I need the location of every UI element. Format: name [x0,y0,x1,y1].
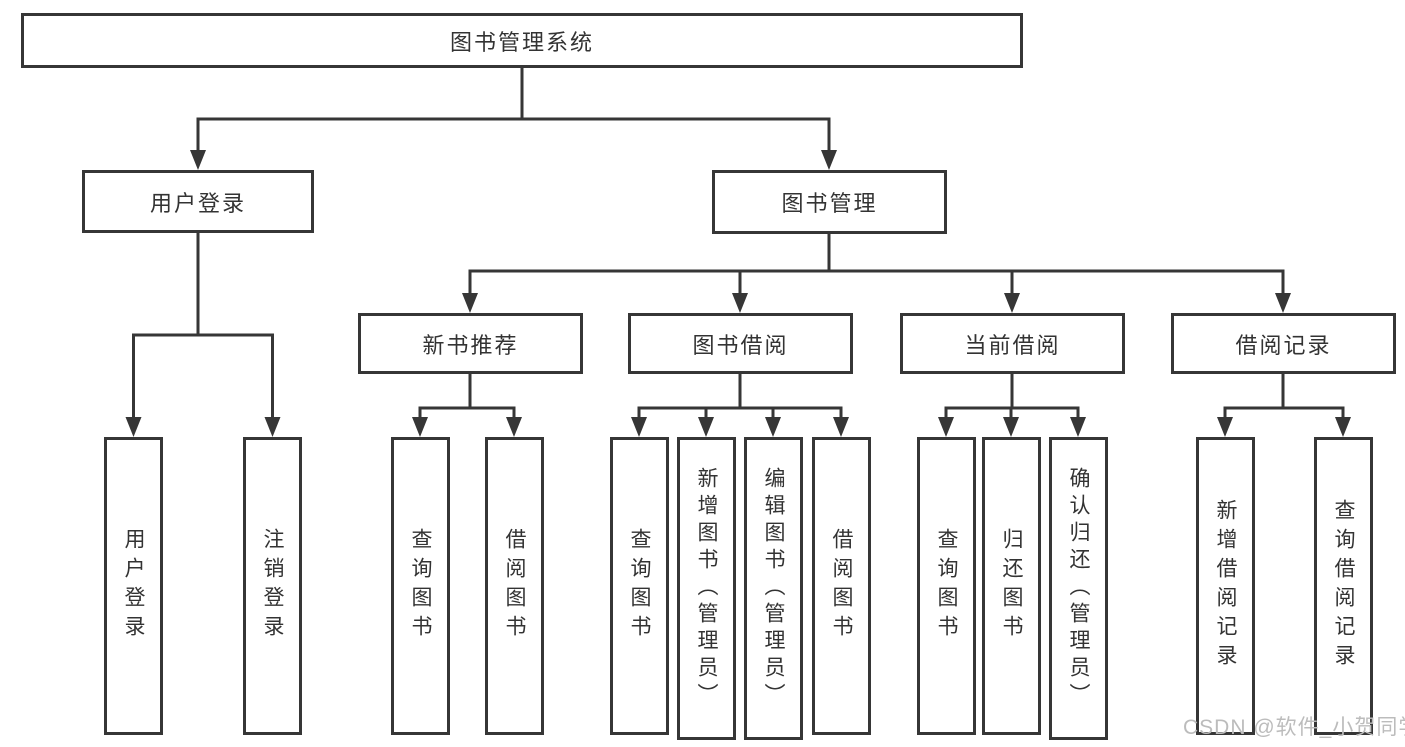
node-borrow-add-book-admin: 新增图书（管理员） [677,437,736,740]
node-new-book-recommend: 新书推荐 [358,313,583,374]
node-logout-leaf: 注销登录 [243,437,302,735]
node-borrow-borrow-book: 借阅图书 [812,437,871,735]
node-recommend-query-book: 查询图书 [391,437,450,735]
node-borrow-edit-book-admin: 编辑图书（管理员） [744,437,803,740]
node-user-login: 用户登录 [82,170,314,233]
node-recommend-borrow-book: 借阅图书 [485,437,544,735]
node-current-query-book: 查询图书 [917,437,976,735]
node-records-query-record: 查询借阅记录 [1314,437,1373,735]
watermark: CSDN @软件_小贺同学 [1183,716,1405,739]
node-book-management: 图书管理 [712,170,947,234]
node-borrow-records: 借阅记录 [1171,313,1396,374]
node-records-add-record: 新增借阅记录 [1196,437,1255,735]
node-current-borrow: 当前借阅 [900,313,1125,374]
node-borrow-query-book: 查询图书 [610,437,669,735]
node-current-return-book: 归还图书 [982,437,1041,735]
node-current-confirm-return-admin: 确认归还（管理员） [1049,437,1108,740]
node-book-borrow: 图书借阅 [628,313,853,374]
node-root: 图书管理系统 [21,13,1023,68]
node-user-login-leaf: 用户登录 [104,437,163,735]
